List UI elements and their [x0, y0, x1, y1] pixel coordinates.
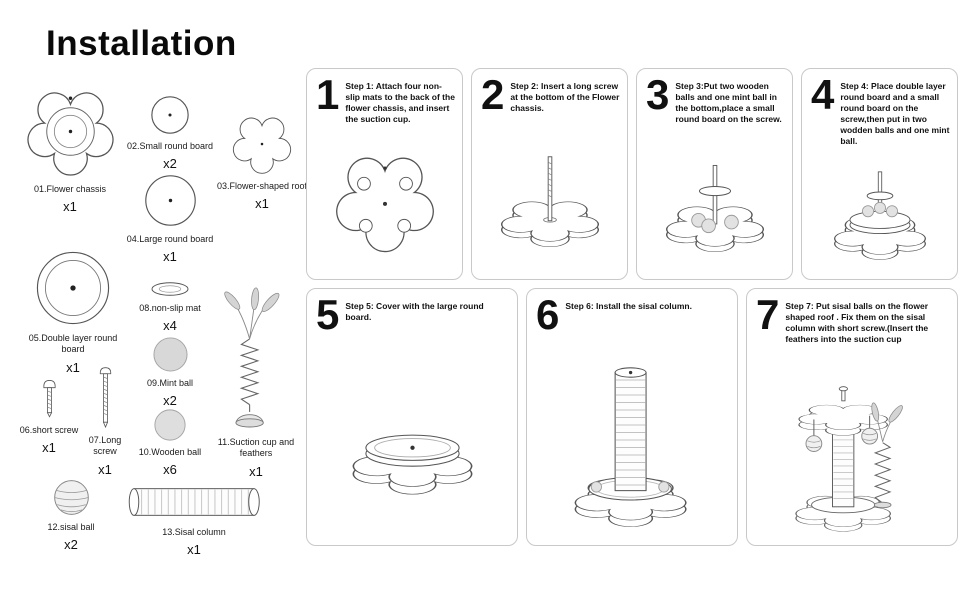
flower-chassis-icon	[26, 92, 114, 176]
part-wooden-ball: 10.Wooden ball x6	[128, 408, 212, 477]
part-label: 10.Wooden ball	[138, 447, 202, 457]
mint-ball-icon	[152, 337, 188, 372]
wooden-ball-icon	[154, 409, 186, 441]
part-long-screw: 07.Long screw x1	[76, 366, 134, 477]
step-1-card: 1 Step 1: Attach four non-slip mats to t…	[306, 68, 463, 280]
step-2-text: Step 2: Insert a long screw at the botto…	[510, 81, 620, 114]
step-1-number: 1	[316, 71, 340, 118]
step-4-number: 4	[811, 71, 835, 118]
part-qty: x1	[163, 249, 177, 265]
page-title: Installation	[46, 24, 237, 63]
suction-cup-feathers-icon	[224, 287, 280, 428]
non-slip-mat-icon	[151, 282, 189, 296]
step-1-illustration	[335, 157, 434, 253]
part-qty: x2	[64, 537, 78, 553]
step-5-number: 5	[316, 291, 340, 338]
part-mint-ball: 09.Mint ball x2	[128, 336, 212, 408]
part-flower-chassis: 01.Flower chassis x1	[16, 84, 124, 214]
double-layer-board-icon	[36, 251, 110, 325]
part-qty: x2	[163, 393, 177, 409]
part-qty: x4	[163, 318, 177, 334]
step-2-illustration	[500, 156, 599, 248]
step-5-illustration	[352, 434, 472, 495]
sisal-column-icon	[128, 488, 260, 516]
step-6-illustration	[574, 367, 687, 528]
part-qty: x1	[255, 196, 269, 212]
step-6-card: 6 Step 6: Install the sisal column.	[526, 288, 738, 546]
part-qty: x1	[187, 542, 201, 558]
part-label: 08.non-slip mat	[139, 303, 201, 313]
part-small-round-board: 02.Small round board x2	[126, 94, 214, 171]
part-qty: x1	[98, 461, 112, 477]
part-label: 11.Suction cup and feathers	[217, 437, 295, 459]
step-7-header: 7 Step 7: Put sisal balls on the flower …	[747, 289, 957, 345]
steps-row-2: 5 Step 5: Cover with the large round boa…	[306, 288, 958, 546]
large-round-board-icon	[144, 175, 196, 226]
part-label: 09.Mint ball	[146, 378, 194, 388]
step-5-header: 5 Step 5: Cover with the large round boa…	[307, 289, 517, 338]
part-qty: x1	[42, 440, 56, 456]
step-3-illustration	[665, 165, 764, 253]
step-2-header: 2 Step 2: Insert a long screw at the bot…	[472, 69, 627, 118]
short-screw-icon	[42, 380, 56, 418]
step-6-text: Step 6: Install the sisal column.	[565, 301, 692, 311]
part-label: 07.Long screw	[88, 435, 122, 457]
part-label: 03.Flower-shaped roof	[216, 181, 308, 191]
step-7-illustration	[795, 386, 903, 533]
step-7-number: 7	[756, 291, 780, 338]
part-label: 05.Double layer round board	[28, 333, 118, 355]
step-3-text: Step 3:Put two wooden balls and one mint…	[675, 81, 782, 125]
long-screw-icon	[99, 367, 111, 429]
part-double-layer-board: 05.Double layer round board x1	[20, 248, 126, 375]
steps-panel: 1 Step 1: Attach four non-slip mats to t…	[306, 68, 958, 546]
step-1-text: Step 1: Attach four non-slip mats to the…	[345, 81, 455, 125]
step-4-illustration	[833, 171, 926, 261]
part-qty: x1	[63, 199, 77, 215]
step-2-card: 2 Step 2: Insert a long screw at the bot…	[471, 68, 628, 280]
step-6-number: 6	[536, 291, 560, 338]
step-6-header: 6 Step 6: Install the sisal column.	[527, 289, 737, 338]
part-sisal-ball: 12.sisal ball x2	[34, 478, 108, 552]
step-3-header: 3 Step 3:Put two wooden balls and one mi…	[637, 69, 792, 125]
part-label: 12.sisal ball	[47, 522, 95, 532]
step-4-text: Step 4: Place double layer round board a…	[840, 81, 950, 147]
step-7-text: Step 7: Put sisal balls on the flower sh…	[785, 301, 929, 345]
step-4-card: 4 Step 4: Place double layer round board…	[801, 68, 958, 280]
part-label: 06.short screw	[19, 425, 79, 435]
part-label: 01.Flower chassis	[33, 184, 107, 194]
step-3-number: 3	[646, 71, 670, 118]
flower-roof-icon	[232, 117, 292, 174]
step-5-text: Step 5: Cover with the large round board…	[345, 301, 484, 323]
part-qty: x1	[249, 463, 263, 479]
part-short-screw: 06.short screw x1	[16, 378, 82, 455]
steps-row-1: 1 Step 1: Attach four non-slip mats to t…	[306, 68, 958, 280]
part-suction-cup-feathers: 11.Suction cup and feathers x1	[206, 286, 306, 479]
part-qty: x6	[163, 462, 177, 478]
step-7-card: 7 Step 7: Put sisal balls on the flower …	[746, 288, 958, 546]
part-flower-roof: 03.Flower-shaped roof x1	[216, 112, 308, 211]
step-3-card: 3 Step 3:Put two wooden balls and one mi…	[636, 68, 793, 280]
step-5-card: 5 Step 5: Cover with the large round boa…	[306, 288, 518, 546]
part-label: 13.Sisal column	[162, 527, 226, 537]
small-round-board-icon	[151, 96, 189, 134]
part-label: 04.Large round board	[126, 234, 214, 244]
step-1-header: 1 Step 1: Attach four non-slip mats to t…	[307, 69, 462, 125]
step-4-header: 4 Step 4: Place double layer round board…	[802, 69, 957, 147]
part-large-round-board: 04.Large round board x1	[124, 172, 216, 264]
step-2-number: 2	[481, 71, 505, 118]
part-label: 02.Small round board	[126, 141, 214, 151]
part-sisal-column: 13.Sisal column x1	[118, 482, 270, 557]
part-qty: x1	[66, 359, 80, 375]
part-non-slip-mat: 08.non-slip mat x4	[128, 280, 212, 333]
part-qty: x2	[163, 156, 177, 172]
sisal-ball-icon	[53, 480, 89, 515]
